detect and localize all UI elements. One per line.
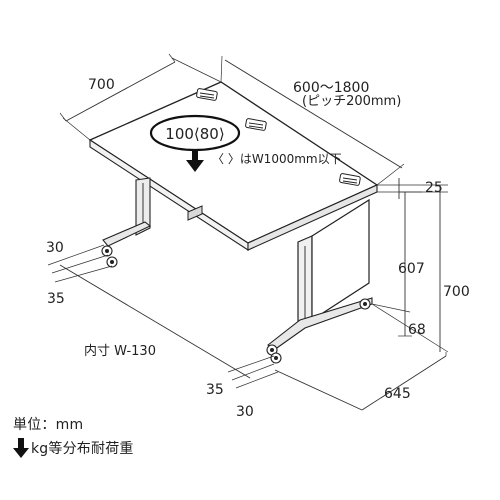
right-leg-side-panel bbox=[311, 198, 370, 322]
down-arrow-icon bbox=[13, 438, 29, 458]
dim-width-pitch: (ピッチ200mm) bbox=[302, 94, 401, 109]
dim-base-height: 68 bbox=[408, 322, 426, 338]
dim-caster-right-bottom: 30 bbox=[236, 404, 254, 420]
dim-width: 600～1800 (ピッチ200mm) bbox=[220, 55, 405, 186]
dim-caster-left-bottom: 35 bbox=[47, 291, 65, 307]
dim-base-depth-label: 645 bbox=[384, 386, 411, 402]
cable-port-middle bbox=[245, 118, 267, 131]
legend-load: kg等分布耐荷重 bbox=[13, 438, 134, 458]
dim-base-depth: 645 bbox=[274, 352, 447, 411]
dim-caster-left-top: 30 bbox=[46, 240, 64, 256]
dim-depth: 700 bbox=[59, 53, 222, 141]
load-value: 100⟨80⟩ bbox=[165, 125, 224, 143]
dim-depth-label: 700 bbox=[88, 77, 115, 93]
dim-caster-right-top: 35 bbox=[206, 382, 224, 398]
modesty-bracket bbox=[187, 205, 203, 221]
left-base-foot bbox=[102, 221, 152, 247]
cable-port-front bbox=[339, 173, 361, 186]
load-callout: 100⟨80⟩ 〈 〉はW1000mm以下 bbox=[149, 114, 342, 172]
dim-top-thickness: 25 bbox=[425, 180, 443, 196]
dim-inner-width-label: 内寸 W-130 bbox=[84, 343, 156, 359]
load-legend-label: kg等分布耐荷重 bbox=[31, 441, 134, 457]
dim-total-height: 700 bbox=[443, 284, 470, 300]
legend-unit: 単位：mm bbox=[13, 414, 83, 434]
dim-inner-width: 30 35 35 30 内寸 W-130 bbox=[46, 240, 279, 420]
dim-width-label: 600～1800 bbox=[293, 80, 369, 96]
unit-label: 単位：mm bbox=[13, 417, 84, 433]
dim-leg-clearance: 607 bbox=[398, 261, 425, 277]
dim-heights: 25 607 68 700 bbox=[371, 178, 470, 353]
load-note: 〈 〉はW1000mm以下 bbox=[212, 152, 342, 166]
cable-port-rear bbox=[196, 88, 218, 101]
load-arrow-icon bbox=[186, 150, 204, 172]
